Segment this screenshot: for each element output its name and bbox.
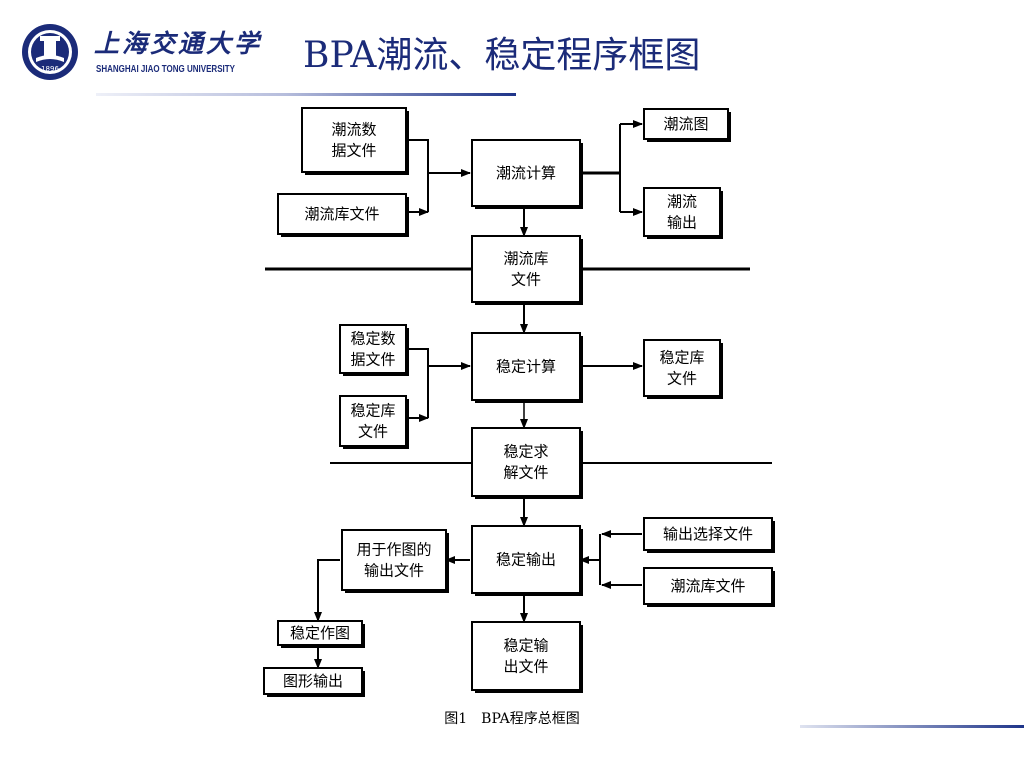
node-label: 出文件 — [503, 658, 548, 676]
node-graph-output: 图形输出 — [263, 667, 365, 697]
node-label: 输出选择文件 — [663, 525, 753, 543]
node-flow-calc: 潮流计算 — [471, 139, 583, 209]
node-flow-chart: 潮流图 — [643, 108, 731, 142]
footer-rule — [800, 725, 1024, 728]
node-label: 据文件 — [331, 142, 376, 160]
university-logo: 1896 — [22, 24, 78, 80]
node-label: 潮流库文件 — [304, 205, 379, 223]
node-label: 稳定求 — [503, 443, 548, 461]
node-label: 潮流图 — [663, 115, 708, 133]
node-label: 据文件 — [350, 351, 395, 369]
node-label: 稳定计算 — [496, 358, 556, 376]
node-label: 潮流库文件 — [670, 577, 745, 595]
node-label: 潮流计算 — [496, 164, 556, 182]
node-label: 文件 — [667, 370, 697, 388]
node-label: 输出文件 — [364, 562, 424, 580]
node-label: 潮流库 — [503, 250, 548, 268]
node-label: 稳定作图 — [290, 624, 350, 642]
connectors — [314, 120, 643, 669]
node-label: 稳定库 — [350, 402, 395, 420]
node-label: 输出 — [667, 214, 697, 232]
node-flow-lib-file-in: 潮流库文件 — [277, 193, 409, 237]
node-label: 稳定库 — [659, 349, 704, 367]
node-label: 用于作图的 — [356, 541, 431, 559]
university-name-en: SHANGHAI JIAO TONG UNIVERSITY — [96, 64, 235, 75]
slide-title: BPA潮流、稳定程序框图 — [303, 35, 701, 76]
university-name-cn: 上海交通大学 — [94, 29, 263, 58]
node-label: 潮流数 — [331, 121, 376, 139]
node-stab-calc: 稳定计算 — [471, 332, 583, 403]
node-label: 稳定输 — [503, 637, 548, 655]
node-label: 图形输出 — [283, 672, 343, 690]
node-label: 稳定输出 — [496, 551, 556, 569]
node-flow-lib-file: 潮流库文件 — [471, 235, 583, 305]
node-label: 稳定数 — [350, 330, 395, 348]
node-label: 解文件 — [503, 464, 548, 482]
svg-text:1896: 1896 — [41, 65, 59, 73]
node-label: 潮流 — [667, 193, 697, 211]
node-stab-output: 稳定输出 — [471, 525, 583, 596]
node-label: 文件 — [511, 271, 541, 289]
node-output-select-file: 输出选择文件 — [643, 517, 775, 553]
node-label: 文件 — [358, 423, 388, 441]
node-stab-plot: 稳定作图 — [277, 620, 365, 648]
header-rule — [96, 93, 516, 96]
node-flow-lib-file-3: 潮流库文件 — [643, 567, 775, 607]
figure-caption: 图1 BPA程序总框图 — [444, 711, 580, 727]
